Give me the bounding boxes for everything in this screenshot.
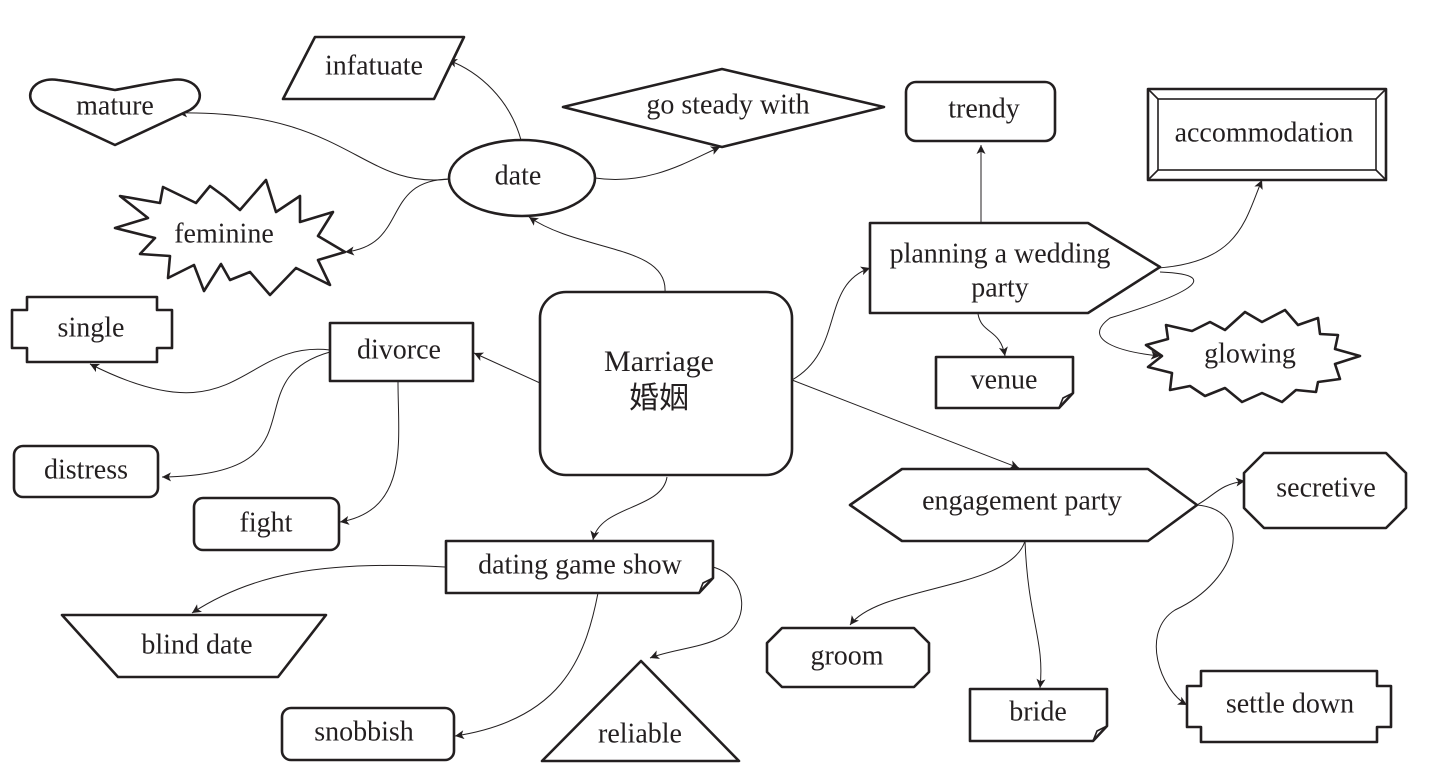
edge-marriage-date [528, 216, 666, 293]
settle-down-label: settle down [1226, 688, 1354, 719]
node-marriage: Marriage 婚姻 [538, 290, 794, 477]
node-blind-date: blind date [60, 613, 328, 679]
edge-engagement-settledown [1155, 504, 1234, 706]
mature-label: mature [76, 90, 154, 121]
edge-divorce-fight [339, 381, 400, 525]
snobbish-label: snobbish [314, 716, 414, 747]
node-infatuate: infatuate [281, 35, 466, 101]
node-dating-show: dating game show [444, 539, 715, 595]
glowing-label: glowing [1204, 338, 1296, 369]
fight-label: fight [240, 507, 293, 538]
node-single: single [10, 295, 174, 364]
edge-date-mature [177, 108, 451, 181]
edge-datingshow-snobbish [454, 592, 599, 740]
edge-date-infatuate [447, 58, 522, 141]
node-feminine: feminine [113, 178, 347, 297]
node-go-steady: go steady with [561, 67, 886, 149]
edge-date-feminine [344, 178, 451, 256]
go-steady-label: go steady with [646, 89, 809, 120]
planning-label-line1: planning a wedding [890, 238, 1111, 269]
node-groom: groom [765, 626, 931, 689]
infatuate-label: infatuate [325, 50, 423, 81]
marriage-label-zh: 婚姻 [629, 382, 689, 415]
groom-label: groom [810, 640, 883, 671]
edge-engagement-groom [849, 540, 1026, 626]
single-label: single [58, 312, 125, 343]
accommodation-label: accommodation [1175, 117, 1354, 148]
reliable-label: reliable [598, 718, 682, 749]
edge-datingshow-reliable [649, 566, 743, 659]
node-engagement: engagement party [848, 467, 1199, 543]
node-snobbish: snobbish [280, 706, 456, 762]
edge-marriage-engagement [791, 379, 1020, 469]
edge-planning-venue [977, 313, 1008, 357]
edge-engagement-bride [1024, 540, 1046, 689]
edge-planning-glowing [1099, 271, 1195, 360]
edge-marriage-planning [791, 266, 871, 381]
node-reliable: reliable [540, 659, 741, 763]
planning-label-line2: party [971, 272, 1029, 303]
node-date: date [447, 138, 597, 218]
dating-show-label: dating game show [478, 549, 683, 580]
edge-datingshow-blinddate [191, 564, 446, 614]
node-mature: mature [28, 78, 202, 147]
node-distress: distress [12, 444, 160, 499]
venue-label: venue [971, 364, 1038, 395]
edge-engagement-secretive [1196, 477, 1246, 506]
bride-label: bride [1009, 696, 1067, 727]
feminine-label: feminine [174, 218, 274, 249]
node-planning: planning a wedding party [868, 221, 1162, 315]
edge-divorce-distress [161, 351, 331, 482]
node-fight: fight [192, 496, 341, 552]
distress-label: distress [44, 454, 128, 485]
engagement-label: engagement party [922, 485, 1122, 516]
node-glowing: glowing [1144, 308, 1362, 404]
node-venue: venue [934, 355, 1075, 410]
node-secretive: secretive [1242, 451, 1408, 530]
trendy-label: trendy [948, 93, 1020, 124]
edge-divorce-single [89, 348, 331, 394]
date-label: date [495, 160, 542, 191]
connectors [89, 58, 1263, 740]
node-accommodation: accommodation [1146, 87, 1388, 182]
marriage-label-en: Marriage [604, 345, 714, 378]
edge-planning-accommodation [1157, 179, 1263, 269]
edge-marriage-divorce [473, 352, 541, 384]
edge-marriage-datingshow [590, 476, 668, 541]
node-settle-down: settle down [1185, 669, 1393, 744]
blind-date-label: blind date [141, 629, 252, 660]
divorce-label: divorce [357, 334, 441, 365]
edge-date-gosteady [594, 146, 721, 180]
node-bride: bride [968, 687, 1109, 743]
node-trendy: trendy [904, 80, 1057, 143]
node-divorce: divorce [328, 321, 475, 383]
secretive-label: secretive [1276, 472, 1376, 503]
